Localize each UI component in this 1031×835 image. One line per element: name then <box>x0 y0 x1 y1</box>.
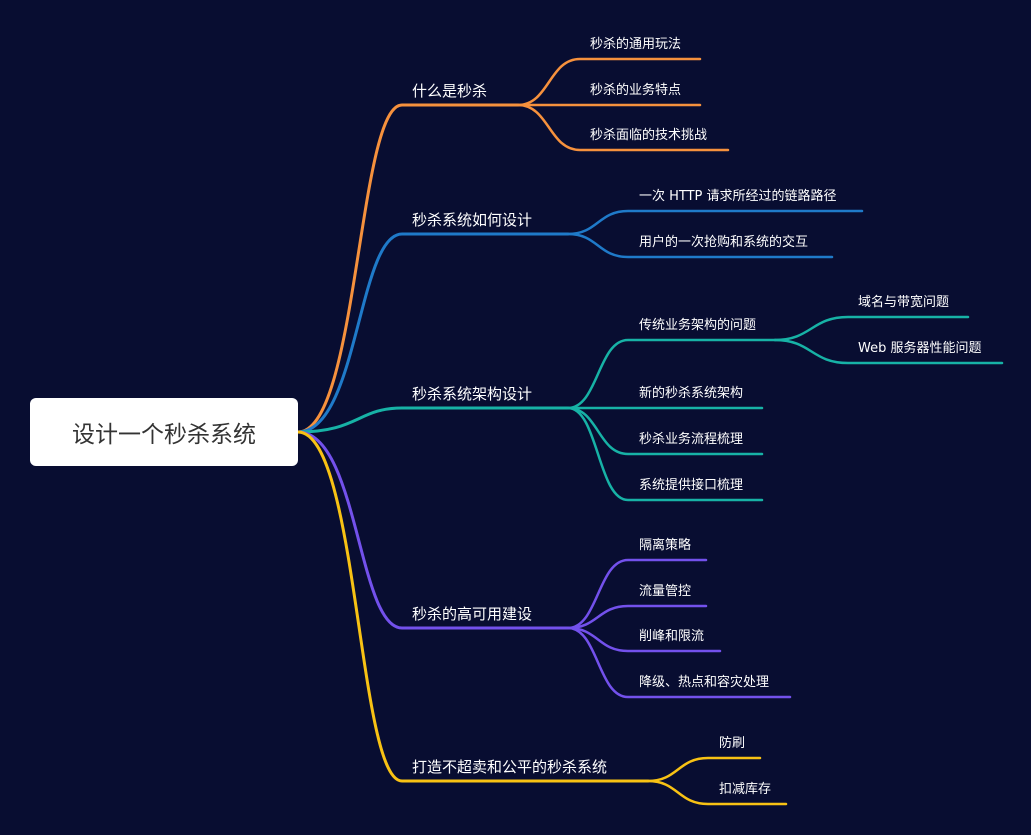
root-connector <box>296 430 650 783</box>
leaf-node[interactable]: 系统提供接口梳理 <box>639 478 744 493</box>
child-connector <box>773 315 970 342</box>
leaf-node[interactable]: 削峰和限流 <box>639 629 705 644</box>
leaf-node[interactable]: 防刷 <box>719 736 746 751</box>
subbranch-node[interactable]: 传统业务架构的问题 <box>639 318 757 333</box>
child-connector <box>566 406 764 456</box>
branch-node-high-availability[interactable]: 秒杀的高可用建设 <box>412 605 533 623</box>
branch-node-architecture[interactable]: 秒杀系统架构设计 <box>412 385 533 403</box>
leaf-node[interactable]: 域名与带宽问题 <box>858 295 950 310</box>
child-connector <box>516 57 702 107</box>
leaf-node[interactable]: 秒杀的业务特点 <box>590 83 682 98</box>
root-node-label: 设计一个秒杀系统 <box>72 422 256 448</box>
root-connector <box>296 232 570 434</box>
leaf-node[interactable]: 一次 HTTP 请求所经过的链路路径 <box>639 189 837 204</box>
child-connector <box>566 626 722 653</box>
leaf-node[interactable]: 降级、热点和容灾处理 <box>639 675 770 690</box>
child-connector <box>516 103 730 152</box>
child-connector <box>566 406 764 502</box>
leaf-node[interactable]: Web 服务器性能问题 <box>858 341 982 356</box>
child-connector <box>566 232 834 259</box>
root-connector <box>296 406 570 434</box>
leaf-node[interactable]: 用户的一次抢购和系统的交互 <box>639 235 809 250</box>
child-connector <box>566 604 708 630</box>
child-connector <box>566 626 792 699</box>
leaf-node[interactable]: 隔离策略 <box>639 538 692 553</box>
leaf-node[interactable]: 秒杀面临的技术挑战 <box>590 128 708 143</box>
branch-node-what-is-seckill[interactable]: 什么是秒杀 <box>412 82 488 100</box>
leaf-node[interactable]: 秒杀业务流程梳理 <box>639 432 744 447</box>
leaf-node[interactable]: 秒杀的通用玩法 <box>590 37 682 52</box>
root-connector <box>296 103 520 434</box>
child-connector <box>646 779 788 806</box>
child-connector <box>773 338 1004 365</box>
leaf-node[interactable]: 流量管控 <box>639 584 692 599</box>
branch-node-no-oversell[interactable]: 打造不超卖和公平的秒杀系统 <box>412 758 608 776</box>
branch-node-how-to-design[interactable]: 秒杀系统如何设计 <box>412 211 533 229</box>
child-connector <box>566 558 708 630</box>
child-connector <box>566 338 777 410</box>
leaf-node[interactable]: 新的秒杀系统架构 <box>639 386 744 401</box>
leaf-node[interactable]: 扣减库存 <box>719 782 772 797</box>
root-node[interactable]: 设计一个秒杀系统 <box>30 398 298 466</box>
root-connector <box>296 430 570 630</box>
child-connector <box>566 209 864 236</box>
child-connector <box>646 756 762 783</box>
